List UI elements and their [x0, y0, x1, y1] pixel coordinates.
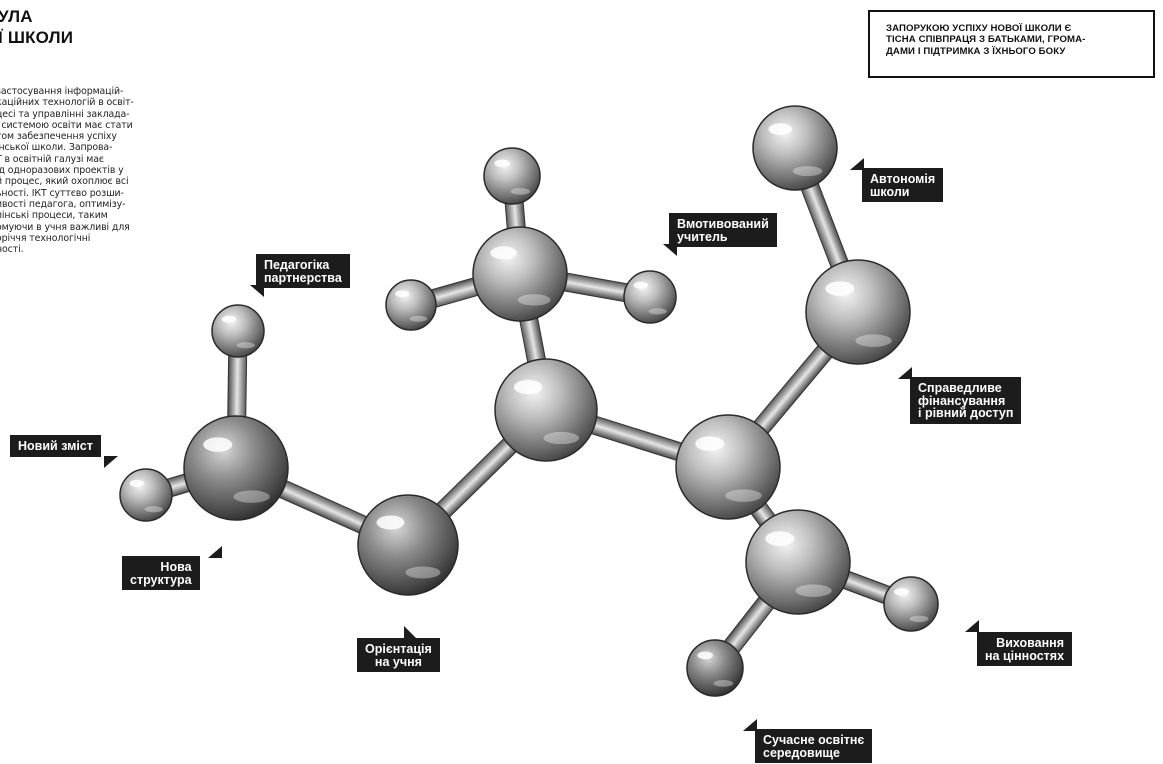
atom [357, 494, 459, 596]
label-fair-funding: Справедливе фінансування і рівний доступ [910, 377, 1022, 424]
label-modern-environment: Сучасне освітнє середовище [755, 729, 873, 763]
label-pedagogy-partnership: Педагогіка партнерства [256, 254, 350, 288]
label-tail [104, 456, 118, 468]
label-school-autonomy: Автономія школи [862, 168, 944, 202]
atom [623, 270, 677, 324]
atom [686, 639, 744, 697]
label-tail [250, 285, 264, 297]
label-tail [208, 546, 222, 558]
label-values-education: Виховання на цінностях [977, 632, 1073, 666]
label-new-structure: Нова структура [122, 556, 200, 590]
atom [483, 147, 541, 205]
intro-paragraph: застосування інформацій- каційних технол… [0, 86, 134, 256]
label-new-content: Новий зміст [10, 435, 101, 457]
atom [385, 279, 437, 331]
label-tail [663, 244, 677, 256]
atom [119, 468, 173, 522]
atom [494, 358, 598, 462]
atom [752, 105, 838, 191]
atom [183, 415, 289, 521]
label-student-orientation: Орієнтація на учня [357, 638, 440, 672]
molecule-atoms [119, 105, 939, 697]
label-tail [404, 626, 416, 638]
label-tail [743, 719, 757, 731]
atom [745, 509, 851, 615]
label-tail [965, 620, 979, 632]
atom [211, 304, 265, 358]
atom [472, 226, 568, 322]
label-motivated-teacher: Вмотивований учитель [669, 213, 777, 247]
label-tail [898, 367, 912, 379]
page-title: УЛА Ї ШКОЛИ [0, 7, 74, 47]
atom [883, 576, 939, 632]
callout-box: ЗАПОРУКОЮ УСПІХУ НОВОЇ ШКОЛИ Є ТІСНА СПІ… [868, 10, 1155, 78]
atom [805, 259, 911, 365]
label-tail [850, 158, 864, 170]
atom [675, 414, 781, 520]
